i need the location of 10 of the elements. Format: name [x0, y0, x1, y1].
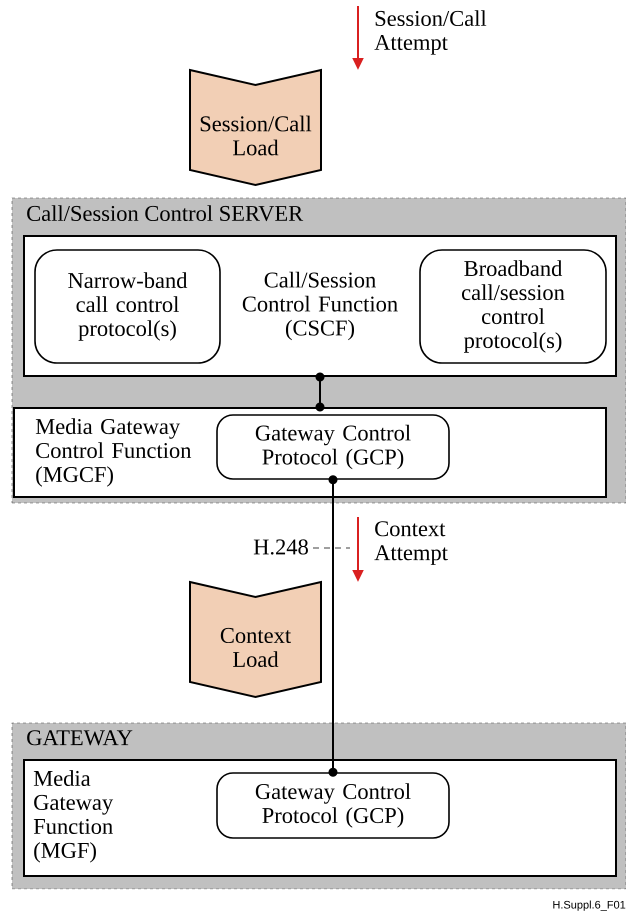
connector-line: [328, 475, 338, 777]
protocol-box: Broadband call/session control protocol(s): [419, 249, 607, 364]
protocol-box: Gateway Control Protocol (GCP): [216, 414, 450, 480]
protocol-box: Narrow-band call control protocol(s): [34, 249, 221, 364]
flow-label: Context Attempt: [374, 521, 448, 565]
flow-label: Session/Call Attempt: [374, 10, 486, 55]
edge-label: H.248: [252, 538, 310, 556]
protocol-box: Gateway Control Protocol (GCP): [216, 772, 450, 839]
connector-line: [316, 372, 324, 412]
figure-id: H.Suppl.6_F01: [553, 900, 626, 911]
